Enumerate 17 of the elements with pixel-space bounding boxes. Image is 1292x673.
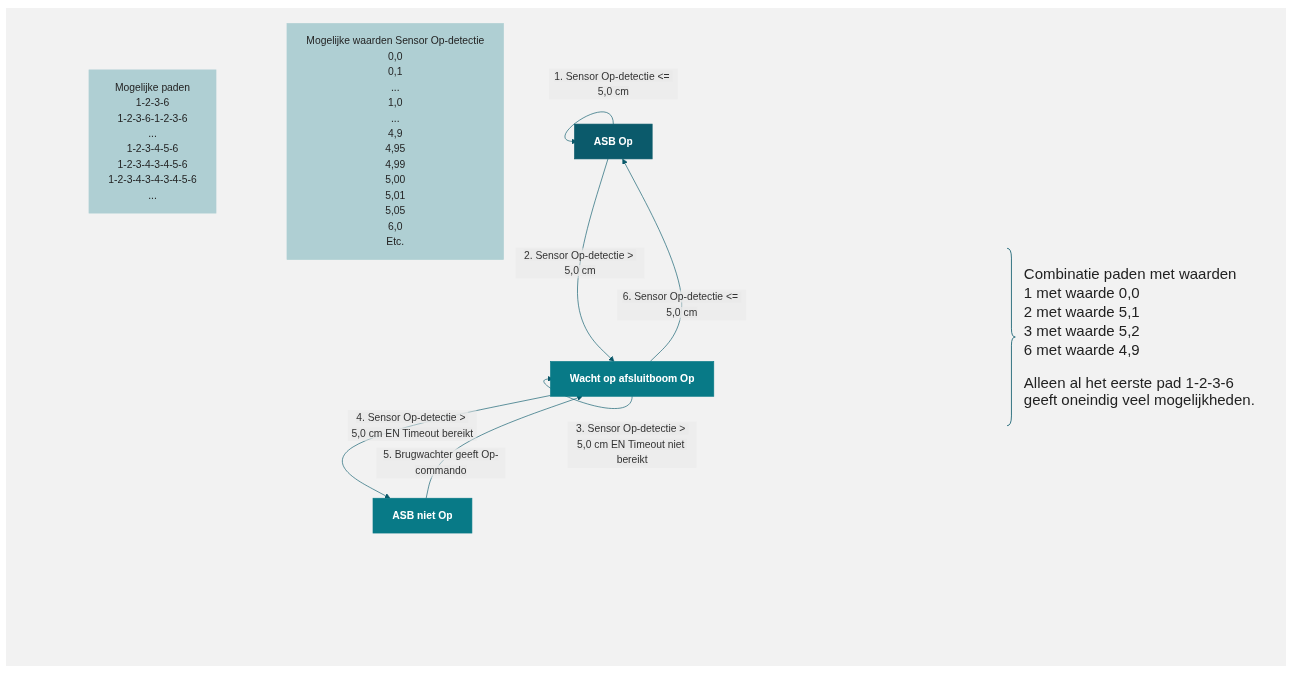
node-box: Wacht op afsluitboom Op: [550, 361, 715, 397]
note-text: Combinatie paden met waarden: [1023, 264, 1238, 282]
edge-label: 5. Brugwachter geeft Op-commando: [383, 449, 499, 476]
node-box: Mogelijke waarden Sensor Op-detectie 0,0 0,1 ... 1,0 ... 4,9 4,95 4,99 5,00 5,01 5,05 6,0 Etc.: [286, 23, 504, 260]
edge-label: 6. Sensor Op-detectie <= 5,0 cm: [622, 291, 738, 318]
note-text: Alleen al het eerste pad 1-2-3-6 geeft oneindig veel mogelijkheden.: [1023, 373, 1256, 408]
node-box: ASB Op: [574, 123, 653, 160]
edge-label: 4. Sensor Op-detectie > 5,0 cm EN Timeout bereikt: [351, 412, 474, 439]
edge-label: 3. Sensor Op-detectie > 5,0 cm EN Timeout niet bereikt: [576, 423, 686, 466]
edge-label: 1. Sensor Op-detectie <= 5,0 cm: [554, 70, 670, 97]
note-text: 3 met waarde 5,2: [1023, 321, 1141, 339]
note-text: 2 met waarde 5,1: [1023, 302, 1141, 320]
note-text: 6 met waarde 4,9: [1023, 340, 1141, 358]
edge-label: 2. Sensor Op-detectie > 5,0 cm: [523, 249, 634, 276]
note-text: 1 met waarde 0,0: [1023, 283, 1141, 301]
node-box: Mogelijke paden 1-2-3-6 1-2-3-6-1-2-3-6 ... 1-2-3-4-5-6 1-2-3-4-3-4-5-6 1-2-3-4-3-4-3-4-5-6 ...: [88, 69, 217, 214]
node-box: ASB niet Op: [372, 497, 473, 534]
